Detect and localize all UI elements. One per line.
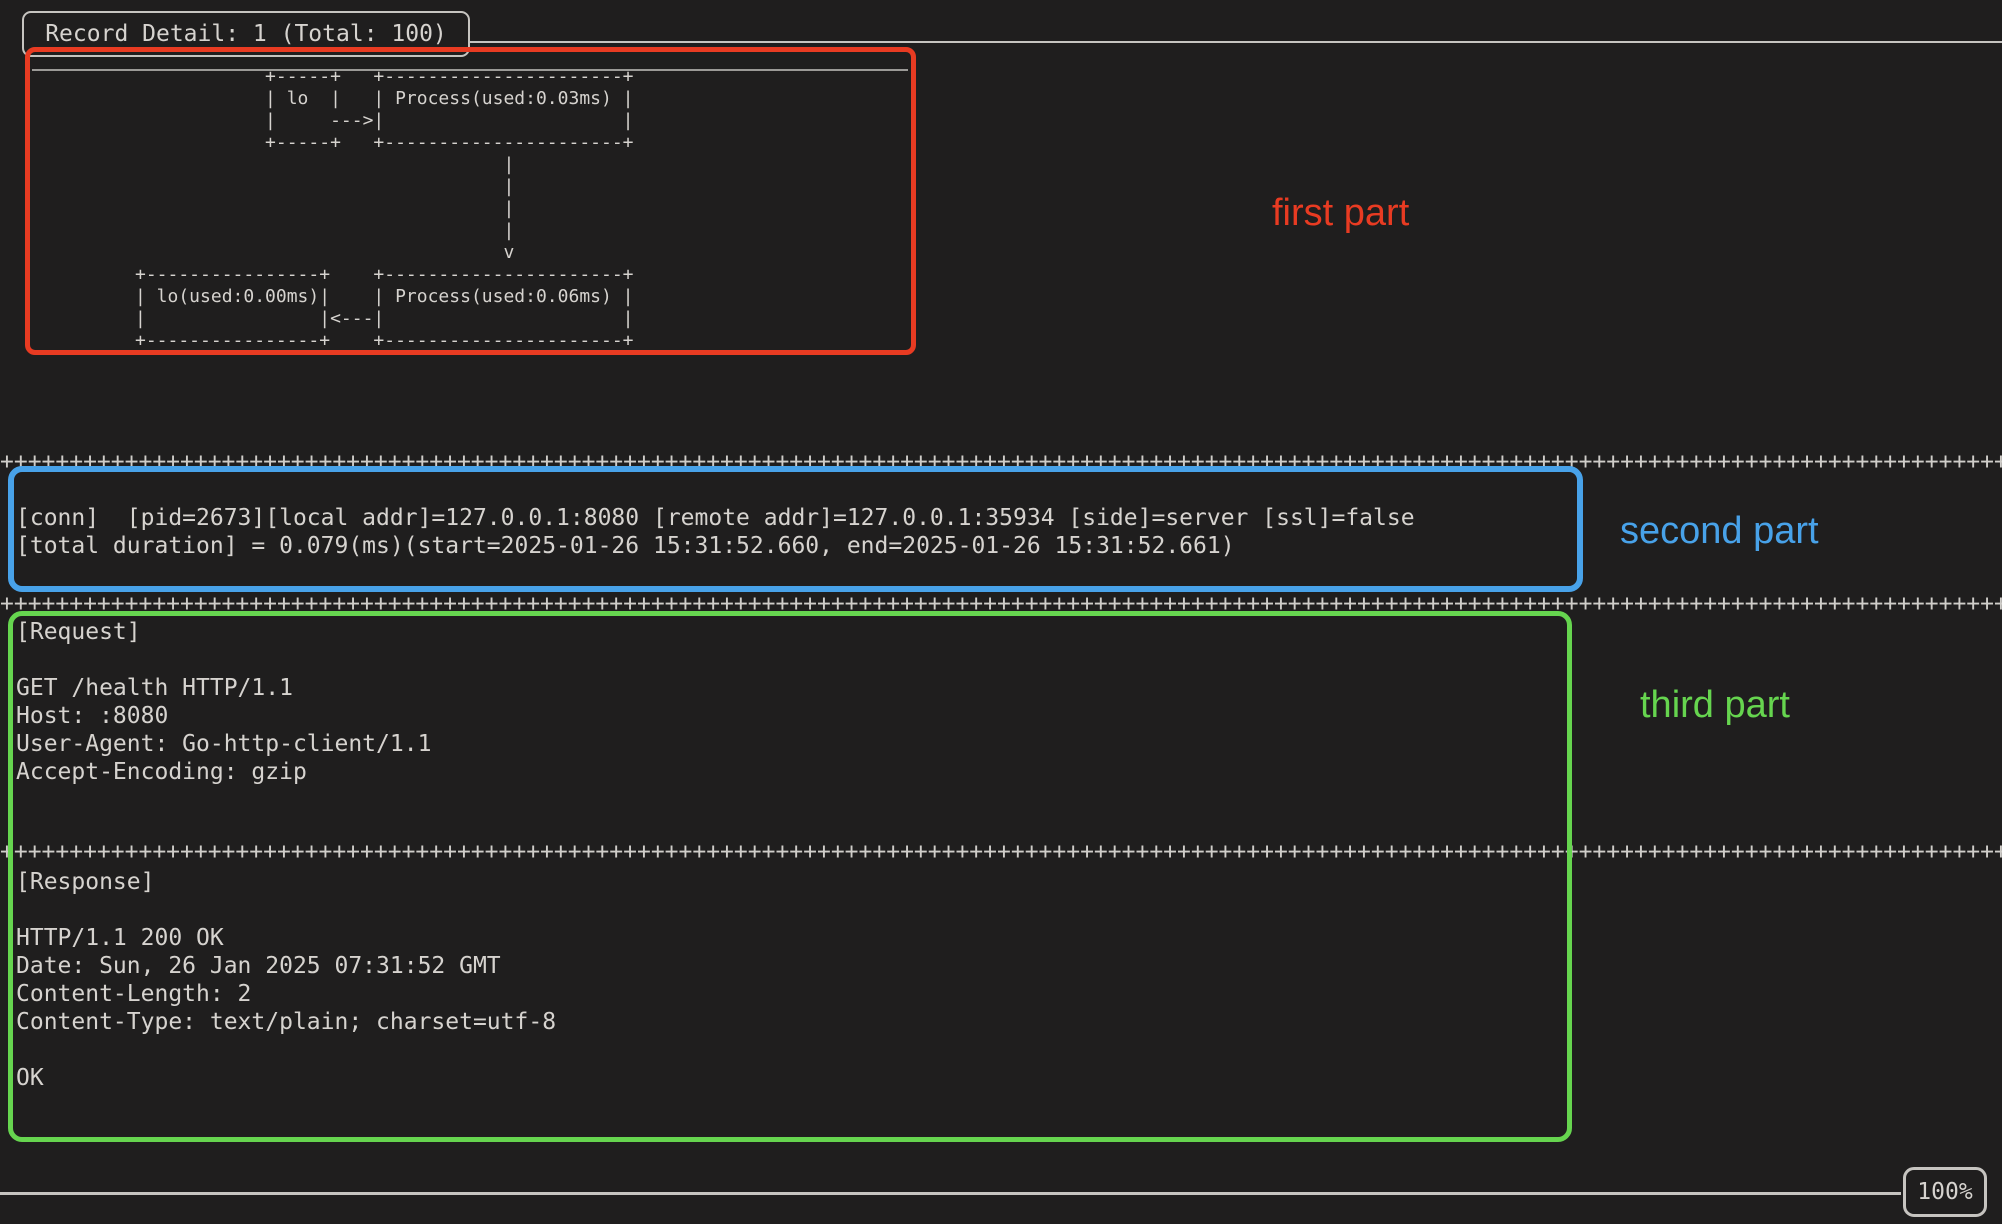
connection-info: [conn] [pid=2673][local addr]=127.0.0.1:… [16, 505, 1415, 559]
second-part-label: second part [1620, 510, 1819, 552]
frame-top-border [468, 41, 2002, 43]
separator-row: ++++++++++++++++++++++++++++++++++++++++… [0, 839, 2002, 865]
first-part-label: first part [1272, 192, 1410, 234]
separator-row: ++++++++++++++++++++++++++++++++++++++++… [0, 449, 2002, 475]
frame-bottom-border [0, 1192, 1901, 1195]
ascii-flow-diagram: +-----+ +----------------------+ | lo | … [135, 66, 634, 351]
title-box: Record Detail: 1 (Total: 100) [22, 11, 470, 57]
third-part-label: third part [1640, 684, 1790, 726]
zoom-level-badge: 100% [1903, 1167, 1987, 1217]
diagram-panel-top-border [32, 69, 908, 71]
response-section: [Response] HTTP/1.1 200 OK Date: Sun, 26… [16, 869, 557, 1091]
page-title: Record Detail: 1 (Total: 100) [45, 21, 447, 47]
request-section: [Request] GET /health HTTP/1.1 Host: :80… [16, 619, 432, 785]
separator-row: ++++++++++++++++++++++++++++++++++++++++… [0, 591, 2002, 617]
zoom-level: 100% [1917, 1179, 1973, 1205]
